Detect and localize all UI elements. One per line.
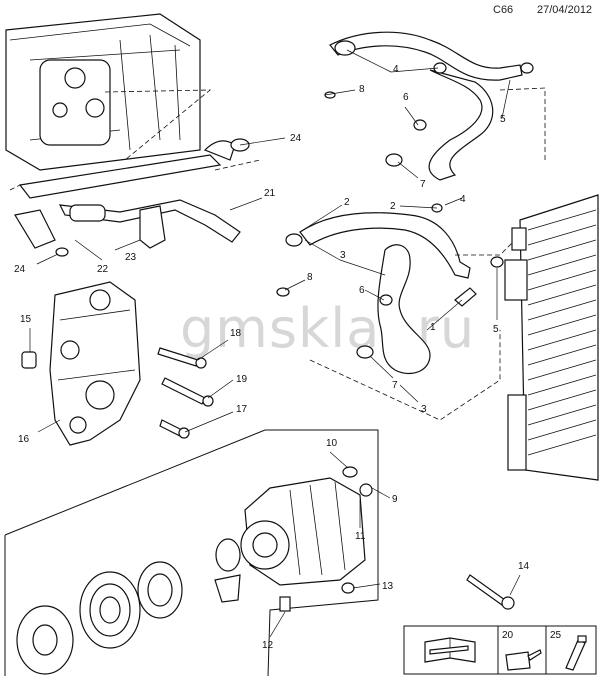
grease-tube-icon [565, 635, 587, 671]
callout-2-right: 2 [390, 201, 396, 212]
diagram-date: 27/04/2012 [537, 4, 593, 16]
dash-guide-hoses [9, 159, 261, 191]
callout-8-upper: 8 [359, 84, 365, 95]
service-legend: 20 25 [403, 625, 597, 675]
callout-labels: 24 21 23 22 24 8 4 6 5 7 4 2 2 3 8 6 1 5… [14, 64, 530, 651]
compressor-clutch-assembly [16, 538, 241, 675]
callout-13: 13 [382, 581, 394, 592]
callout-6-upper: 6 [403, 92, 409, 103]
callout-22: 22 [97, 264, 109, 275]
dash-guide-lower [309, 330, 501, 421]
compressor-kit-frame [4, 429, 379, 676]
callout-8-lower: 8 [307, 272, 313, 283]
callout-3-upper: 3 [340, 250, 346, 261]
evaporator-hose-assembly [14, 138, 250, 257]
callout-7-upper: 7 [420, 179, 426, 190]
hvac-housing-illustration [5, 13, 201, 171]
legend-item-25: 25 [550, 630, 562, 641]
ac-line-lower [276, 203, 504, 375]
bracket-bolts [157, 347, 214, 439]
callout-19: 19 [236, 374, 248, 385]
book-wrench-icon [424, 637, 476, 663]
callout-12: 12 [262, 640, 274, 651]
callout-7-lower: 7 [392, 380, 398, 391]
callout-2-left: 2 [344, 197, 350, 208]
callout-15: 15 [20, 314, 32, 325]
callout-10: 10 [326, 438, 338, 449]
callout-21: 21 [264, 188, 276, 199]
callout-14: 14 [518, 561, 530, 572]
callout-24-upper: 24 [290, 133, 302, 144]
dash-guide-lines [455, 87, 546, 256]
compressor-bracket [21, 281, 141, 446]
legend-item-20: 20 [502, 630, 514, 641]
ac-line-upper [324, 31, 534, 181]
callout-5-lower: 5 [493, 324, 499, 335]
callout-16: 16 [18, 434, 30, 445]
callout-23: 23 [125, 252, 137, 263]
callout-24-lower: 24 [14, 264, 26, 275]
callout-17: 17 [236, 404, 248, 415]
oil-can-icon [505, 649, 542, 671]
callout-4-lower: 4 [460, 194, 466, 205]
callout-11: 11 [355, 531, 366, 542]
callout-1: 1 [430, 322, 436, 333]
compressor-bolt-14 [466, 574, 515, 610]
callout-4-upper: 4 [393, 64, 399, 75]
callout-18: 18 [230, 328, 242, 339]
callout-6-lower: 6 [359, 285, 365, 296]
callout-9: 9 [392, 494, 398, 505]
leader-lines [29, 49, 521, 638]
condenser-illustration [504, 194, 599, 481]
diagram-code: C66 [493, 4, 514, 16]
dash-guide-housing [104, 89, 212, 161]
compressor-illustration [240, 466, 373, 612]
callout-5-upper: 5 [500, 114, 506, 125]
callout-3-lower: 3 [421, 404, 427, 415]
